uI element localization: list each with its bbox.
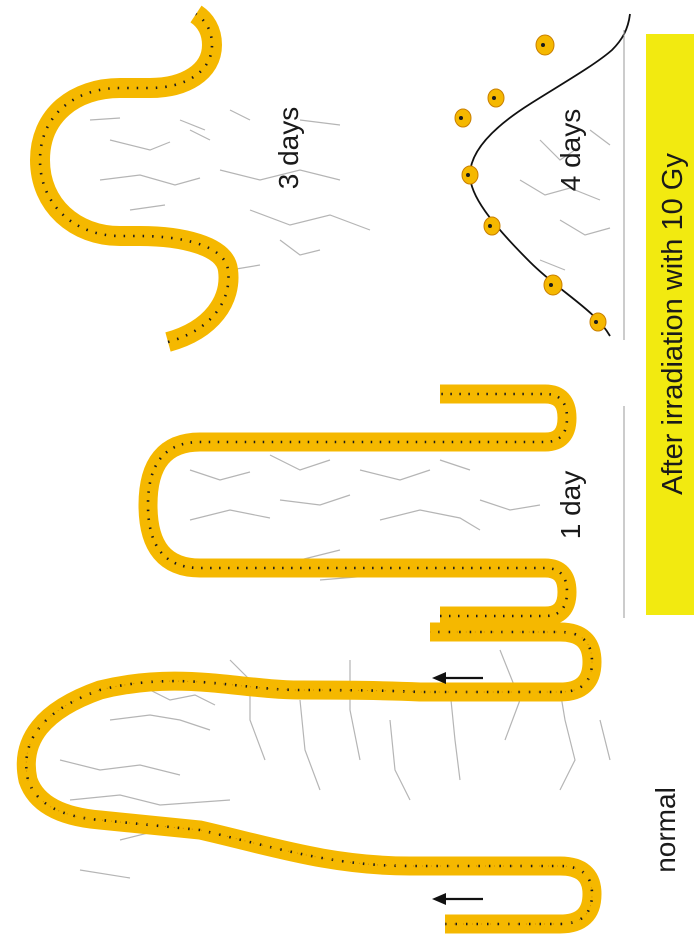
banner-label: After irradiation with 10 Gy	[657, 153, 689, 495]
arrow-left-icon	[432, 672, 483, 684]
cell	[484, 217, 500, 235]
villus-1-day	[148, 394, 567, 616]
label-3-days: 3 days	[273, 107, 304, 190]
label-4-days: 4 days	[555, 109, 586, 192]
arrow-left-icon	[432, 893, 483, 905]
irradiation-banner: After irradiation with 10 Gy	[646, 34, 694, 615]
villus-4-days	[455, 14, 640, 336]
epithelium-normal	[26, 632, 592, 924]
cell	[544, 275, 562, 295]
cell	[536, 35, 554, 55]
cell	[455, 109, 471, 127]
cell	[488, 89, 504, 107]
epithelium-1-day	[148, 394, 567, 616]
villus-normal	[26, 632, 610, 924]
cell	[462, 166, 478, 184]
label-1-day: 1 day	[555, 471, 586, 540]
villus-3-days-drawn	[40, 14, 229, 342]
label-normal: normal	[650, 787, 681, 873]
cell	[590, 313, 606, 331]
